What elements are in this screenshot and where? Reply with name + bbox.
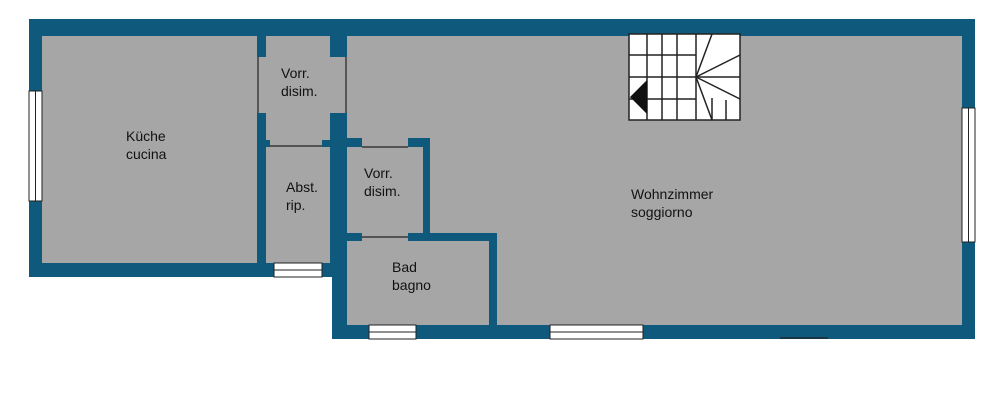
storage-name-de: Abst. [286, 179, 318, 195]
bathroom-floor [347, 241, 489, 325]
living-room-name-it: soggiorno [631, 204, 693, 220]
bathroom-name-it: bagno [392, 277, 431, 293]
stair-step [695, 76, 713, 121]
bathroom-name-de: Bad [392, 259, 417, 275]
storage-name-it: rip. [286, 197, 305, 213]
kitchen-floor [42, 36, 257, 263]
door-lines [257, 57, 828, 339]
hall-2-name-de: Vorr. [364, 165, 393, 181]
living-room-name-de: Wohnzimmer [631, 186, 714, 202]
door-hall-storage [270, 138, 322, 148]
door-kitchen-hall [256, 57, 268, 113]
living-room-floor [347, 36, 962, 325]
kitchen-label: Küche cucina [126, 128, 170, 162]
door-hall-living [329, 57, 349, 113]
hall-2-label: Vorr. disim. [364, 165, 401, 199]
door-openings [256, 57, 408, 243]
stair-step [695, 76, 741, 100]
hall-1-name-de: Vorr. [281, 65, 310, 81]
window-kitchen-west [28, 90, 43, 202]
window-bathroom-south [368, 324, 417, 340]
stair-direction-arrow-icon [630, 80, 647, 114]
hall-1-name-it: disim. [281, 83, 318, 99]
hall-2-name-it: disim. [364, 183, 401, 199]
kitchen-name-it: cucina [126, 146, 167, 162]
staircase [628, 33, 741, 121]
door-hall2-living [362, 137, 408, 149]
storage-label: Abst. rip. [286, 179, 322, 213]
storage-floor [266, 147, 330, 263]
hall-1-floor [266, 36, 330, 140]
bathroom-label: Bad bagno [392, 259, 431, 293]
living-room-label: Wohnzimmer soggiorno [631, 186, 717, 220]
hall-1-label: Vorr. disim. [281, 65, 318, 99]
window-living-east [961, 107, 976, 243]
room-labels: Küche cucina Vorr. disim. Abst. rip. Vor… [126, 65, 717, 293]
window-storage-south [273, 262, 323, 278]
stair-step [695, 33, 713, 78]
room-floors [42, 36, 962, 325]
stair-step [695, 54, 741, 78]
window-living-south [549, 324, 644, 340]
hall-2-floor [347, 147, 423, 233]
kitchen-name-de: Küche [126, 128, 166, 144]
windows [28, 90, 976, 340]
